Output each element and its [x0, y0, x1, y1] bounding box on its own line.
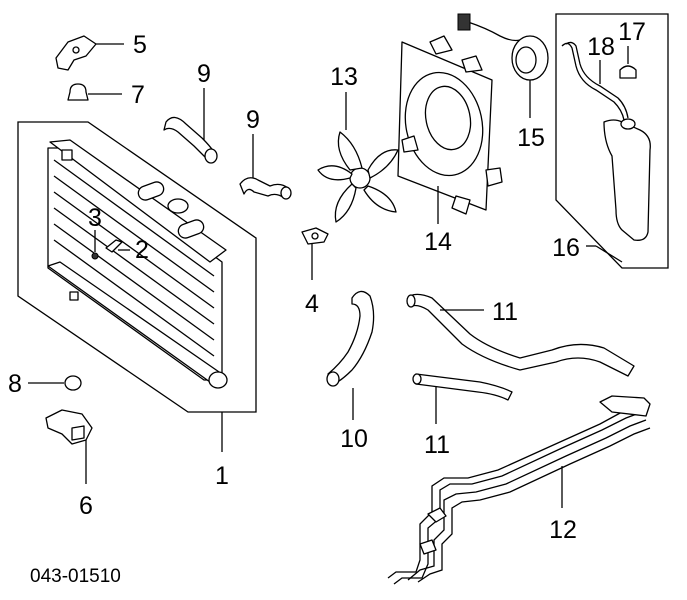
fan-blade: [334, 183, 357, 223]
callout-17: 17: [618, 18, 646, 46]
callout-12: 12: [549, 516, 577, 544]
lower-hose[interactable]: [326, 290, 375, 420]
overflow-hose[interactable]: [561, 41, 629, 121]
upper-cushion[interactable]: [67, 83, 122, 101]
lower-hose-shape: [327, 290, 375, 385]
lower-cushion-shape: [64, 375, 82, 391]
callout-6: 6: [79, 492, 93, 520]
lower-bracket-shape: [45, 409, 93, 445]
fan-blade: [363, 185, 397, 213]
diagram-code: 043-01510: [30, 566, 121, 587]
callout-9-lower: 9: [246, 106, 260, 134]
radiator-bracket: [69, 291, 79, 301]
cooling-fan[interactable]: [317, 92, 399, 223]
shroud-ring-inner: [424, 85, 472, 151]
callout-9-upper: 9: [197, 60, 211, 88]
callout-8: 8: [8, 370, 22, 398]
auxiliary-hose-upper[interactable]: [406, 293, 635, 377]
lower-bracket[interactable]: [45, 409, 93, 484]
reservoir-group-outline: [555, 13, 669, 269]
upper-hose-a[interactable]: [163, 88, 218, 164]
fan-blade: [337, 131, 363, 171]
fan-motor[interactable]: [457, 13, 549, 118]
reservoir-cap: [620, 118, 636, 130]
auxiliary-hose-lower[interactable]: [412, 373, 513, 424]
radiator-inlet-neck: [137, 181, 165, 201]
radiator-group-outline: [17, 121, 257, 413]
reservoir-clip[interactable]: [619, 46, 637, 79]
callout-11-upper: 11: [492, 298, 518, 326]
pipe-bracket: [599, 395, 651, 417]
callout-15: 15: [517, 124, 545, 152]
callout-3: 3: [88, 204, 102, 232]
hose-clip-shape: [301, 227, 329, 245]
callout-7: 7: [131, 81, 145, 109]
upper-cushion-shape: [67, 83, 89, 101]
callout-18: 18: [587, 33, 615, 61]
auxiliary-hose-lower-shape: [415, 373, 513, 401]
auxiliary-hose-upper-shape: [409, 293, 635, 377]
callout-1: 1: [215, 462, 229, 490]
radiator-assembly[interactable]: [17, 121, 257, 452]
callout-13: 13: [330, 63, 358, 91]
callout-10: 10: [340, 425, 368, 453]
drain-washer-shape: [91, 252, 99, 260]
callout-16: 16: [552, 234, 580, 262]
reservoir-assembly[interactable]: [555, 13, 669, 269]
radiator-core: [47, 147, 223, 381]
callout-14: 14: [424, 228, 452, 256]
motor-connector: [457, 13, 471, 31]
reservoir-clip-shape: [619, 65, 637, 79]
upper-bracket[interactable]: [55, 35, 124, 71]
fan-blade: [317, 165, 353, 181]
drain-plug-shape: [105, 239, 123, 253]
radiator-lower-outlet: [208, 371, 228, 389]
radiator-outlet-neck: [177, 219, 205, 239]
drain-plug[interactable]: [105, 239, 130, 253]
lower-cushion[interactable]: [28, 375, 82, 391]
upper-hose-b[interactable]: [239, 134, 292, 200]
callout-5: 5: [133, 31, 147, 59]
fan-blade: [367, 149, 399, 179]
hose-clip[interactable]: [301, 227, 329, 280]
fan-shroud[interactable]: [396, 35, 503, 224]
radiator-cap: [167, 198, 189, 214]
reservoir-tank: [603, 119, 651, 241]
callout-2: 2: [135, 236, 149, 264]
drain-washer[interactable]: [91, 230, 99, 260]
radiator-bracket: [61, 149, 73, 161]
oil-cooler-pipes[interactable]: [387, 395, 651, 585]
callout-4: 4: [305, 290, 319, 318]
callout-11-lower: 11: [424, 431, 450, 459]
